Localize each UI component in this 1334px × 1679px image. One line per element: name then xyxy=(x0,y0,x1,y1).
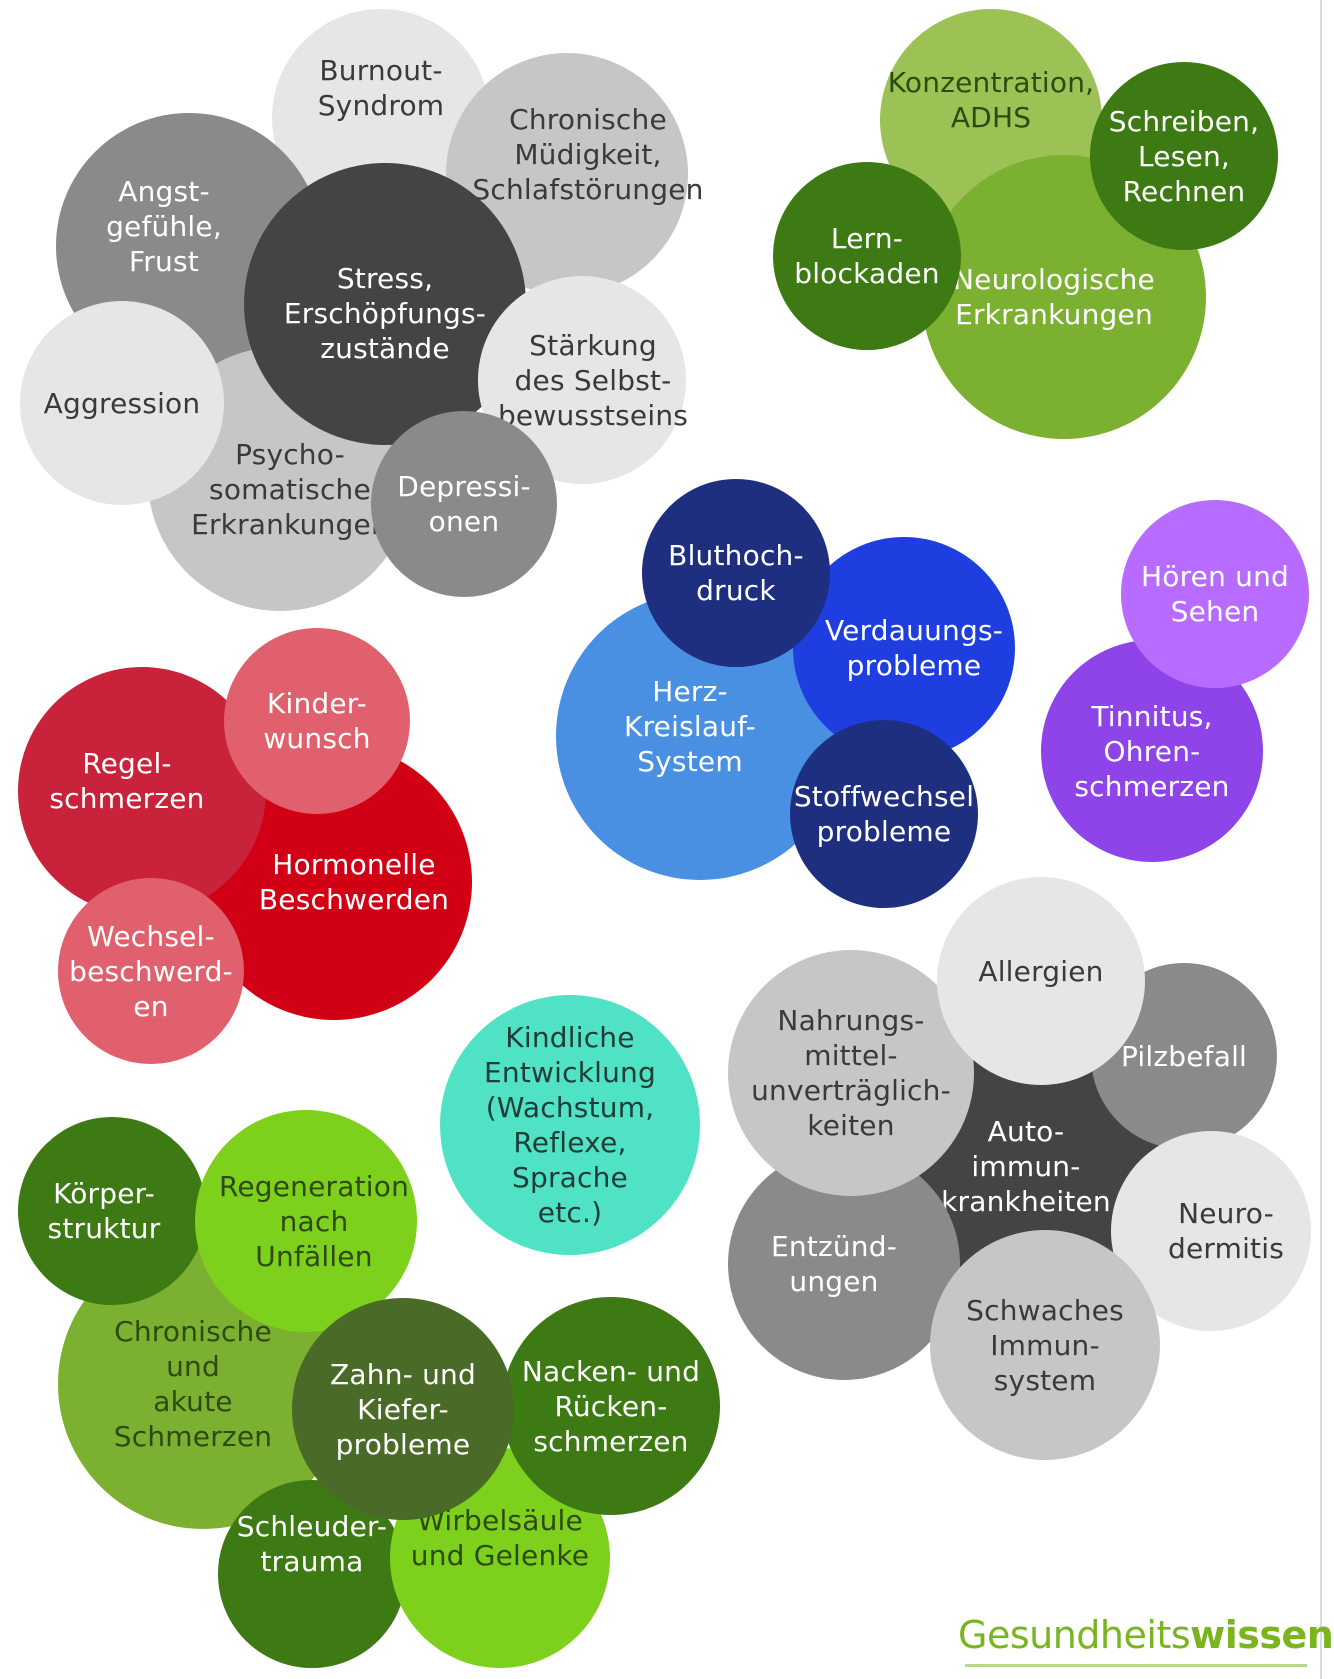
bubble-nacken: Nacken- und Rücken- schmerzen xyxy=(502,1297,720,1515)
brand-underline xyxy=(965,1664,1307,1667)
bubble-neurologisch-label: Neurologische Erkrankungen xyxy=(953,263,1155,331)
bubble-aggression: Aggression xyxy=(20,301,224,505)
bubble-stoffwechsel-label: Stoffwechsel probleme xyxy=(793,780,975,848)
brand-logo: Gesundheitswissen xyxy=(958,1612,1334,1658)
bubble-zahn: Zahn- und Kiefer- probleme xyxy=(292,1298,514,1520)
bubble-schreiben-label: Schreiben, Lesen, Rechnen xyxy=(1108,104,1260,208)
bubble-selbstbewusstsein-label: Stärkung des Selbst- bewusstseins xyxy=(497,328,689,432)
bubble-tinnitus-label: Tinnitus, Ohren- schmerzen xyxy=(1074,699,1230,803)
bubble-depressionen: Depressi- onen xyxy=(371,411,557,597)
bubble-kinderwunsch-label: Kinder- wunsch xyxy=(263,687,371,755)
bubble-konzentration-label: Konzentration, ADHS xyxy=(887,66,1095,134)
brand-suffix: wissen xyxy=(1190,1613,1334,1657)
bubble-muedigkeit-label: Chronische Müdigkeit, Schlafstörungen xyxy=(472,102,704,206)
bubble-nahrung: Nahrungs- mittel- unverträglich- keiten xyxy=(728,950,974,1196)
bubble-entwicklung-label: Kindliche Entwicklung (Wachstum, Reflexe… xyxy=(484,1021,656,1229)
bubble-immunsystem-label: Schwaches Immun- system xyxy=(966,1293,1124,1397)
bubble-koerper: Körper- struktur xyxy=(18,1117,206,1305)
bubble-stoffwechsel: Stoffwechsel probleme xyxy=(790,720,978,908)
bubble-aggression-label: Aggression xyxy=(43,386,201,420)
bubble-wechsel: Wechsel- beschwerd- en xyxy=(58,878,244,1064)
bubble-stress-label: Stress, Erschöpfungs- zustände xyxy=(283,261,487,365)
bubble-nacken-label: Nacken- und Rücken- schmerzen xyxy=(521,1354,701,1458)
bubble-regelschmerzen: Regel- schmerzen xyxy=(18,667,266,915)
bubble-regelschmerzen-label: Regel- schmerzen xyxy=(49,747,205,815)
bubble-autoimmun-label: Auto- immun- krankheiten xyxy=(941,1114,1111,1218)
bubble-wechsel-label: Wechsel- beschwerd- en xyxy=(69,919,233,1023)
bubble-schmerzen-label: Chronische und akute Schmerzen xyxy=(113,1315,273,1453)
bubble-entwicklung: Kindliche Entwicklung (Wachstum, Reflexe… xyxy=(440,995,700,1255)
bubble-psychosomatisch-label: Psycho- somatische Erkrankungen xyxy=(191,437,389,541)
bubble-verdauung-label: Verdauungs- probleme xyxy=(824,614,1004,682)
bubble-allergien-label: Allergien xyxy=(978,954,1104,988)
bubble-lernblockaden: Lern- blockaden xyxy=(773,162,961,350)
bubble-allergien: Allergien xyxy=(937,877,1145,1085)
bubble-regeneration: Regeneration nach Unfällen xyxy=(195,1110,417,1332)
bubble-nahrung-label: Nahrungs- mittel- unverträglich- keiten xyxy=(751,1004,951,1142)
bubble-hoeren: Hören und Sehen xyxy=(1121,500,1309,688)
bubble-koerper-label: Körper- struktur xyxy=(47,1177,161,1245)
bubble-immunsystem: Schwaches Immun- system xyxy=(930,1230,1160,1460)
bubble-schleudertrauma-label: Schleuder- trauma xyxy=(236,1510,388,1578)
bubble-selbstbewusstsein: Stärkung des Selbst- bewusstseins xyxy=(478,276,689,484)
bubble-hormonell-label: Hormonelle Beschwerden xyxy=(258,848,450,916)
bubble-bluthochdruck-label: Bluthoch- druck xyxy=(668,539,804,607)
bubble-pilzbefall-label: Pilzbefall xyxy=(1120,1039,1248,1073)
bubble-neurodermitis-label: Neuro- dermitis xyxy=(1167,1197,1285,1265)
bubble-kinderwunsch: Kinder- wunsch xyxy=(224,628,410,814)
bubble-burnout-label: Burnout- Syndrom xyxy=(317,54,445,122)
bubble-hoeren-label: Hören und Sehen xyxy=(1140,560,1290,628)
bubble-herz-label: Herz- Kreislauf- System xyxy=(624,674,756,778)
bubble-muedigkeit: Chronische Müdigkeit, Schlafstörungen xyxy=(446,53,703,295)
bubble-bluthochdruck: Bluthoch- druck xyxy=(642,479,830,667)
brand-prefix: Gesundheits xyxy=(958,1613,1191,1657)
bubble-schreiben: Schreiben, Lesen, Rechnen xyxy=(1090,62,1278,250)
bubble-regeneration-label: Regeneration nach Unfällen xyxy=(218,1169,410,1273)
bubble-entzuendungen-label: Entzünd- ungen xyxy=(770,1230,898,1298)
page-edge-line xyxy=(1320,0,1322,1679)
bubble-zahn-label: Zahn- und Kiefer- probleme xyxy=(330,1357,476,1461)
bubble-depressionen-label: Depressi- onen xyxy=(397,470,531,538)
bubble-wirbelsaeule-label: Wirbelsäule und Gelenke xyxy=(410,1504,590,1572)
bubble-angst-label: Angst- gefühle, Frust xyxy=(106,174,222,278)
bubble-lernblockaden-label: Lern- blockaden xyxy=(794,222,940,290)
